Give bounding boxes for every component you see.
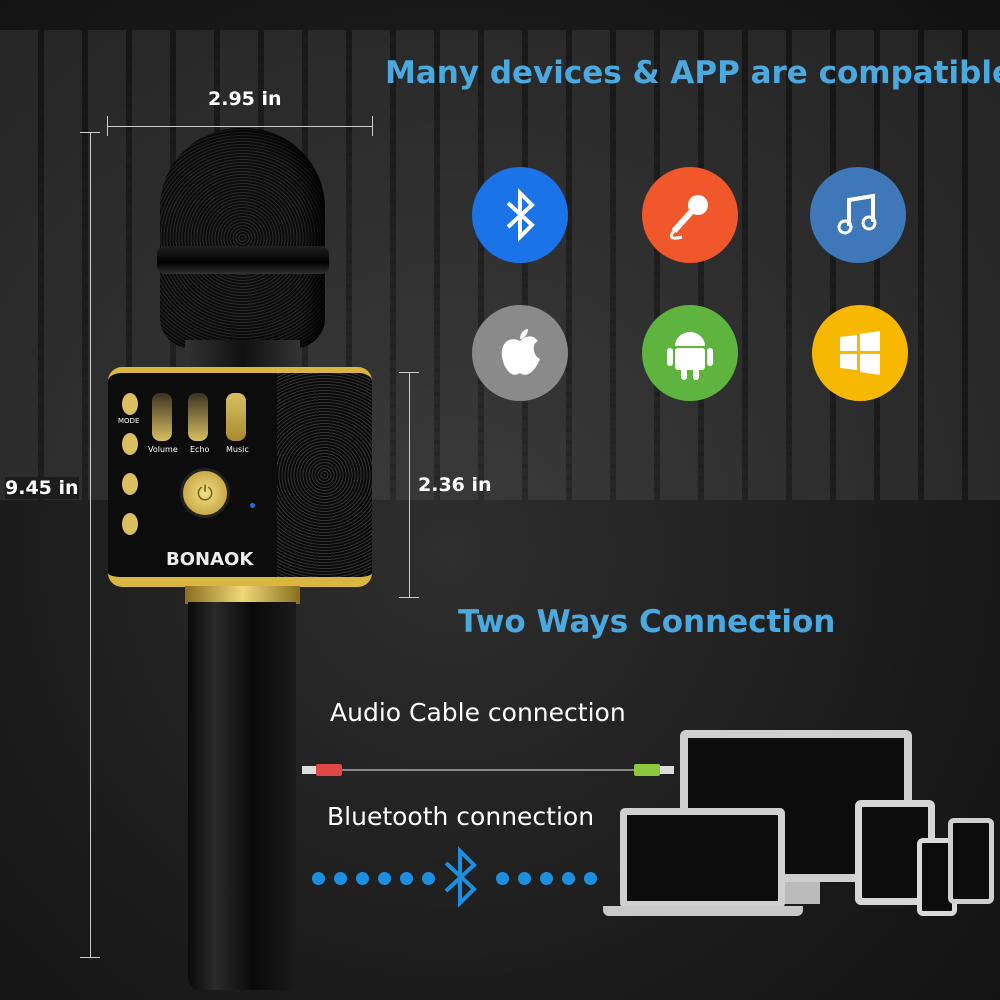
body-height-label: 2.36 in (418, 474, 492, 496)
volume-label: Volume (148, 445, 178, 454)
bluetooth-dots-left (312, 870, 444, 889)
connection-title: Two Ways Connection (458, 604, 836, 640)
body-height-tick (399, 372, 419, 373)
height-tick (80, 132, 100, 133)
mic-handle (188, 602, 296, 990)
body-height-line (409, 372, 410, 597)
bluetooth-dots-right (496, 870, 606, 889)
laptop-base (603, 906, 803, 916)
echo-slider[interactable] (188, 393, 208, 441)
echo-label: Echo (190, 445, 210, 454)
microphone-app-icon (642, 167, 738, 263)
mic-body: ⏻ MODE Volume Echo Music BONAOK (108, 367, 372, 587)
brand-logo: BONAOK (166, 549, 254, 570)
mic-gold-ring (185, 586, 300, 604)
music-slider[interactable] (226, 393, 246, 441)
prev-button[interactable] (122, 433, 138, 455)
mic-neck (185, 340, 300, 370)
width-line (107, 126, 373, 127)
body-height-tick (399, 597, 419, 598)
audio-cable-label: Audio Cable connection (330, 698, 626, 727)
width-tick (372, 116, 373, 136)
bluetooth-signal-icon (440, 845, 480, 913)
speaker-grille (277, 373, 372, 577)
play-button[interactable] (122, 473, 138, 495)
audio-cable-icon (302, 763, 674, 777)
width-label: 2.95 in (208, 88, 282, 110)
height-line (90, 132, 91, 958)
next-button[interactable] (122, 513, 138, 535)
width-tick (107, 116, 108, 136)
status-led (250, 503, 255, 508)
bluetooth-label: Bluetooth connection (327, 802, 595, 831)
mic-grille (160, 128, 325, 348)
mode-button[interactable] (122, 393, 138, 415)
android-icon (642, 305, 738, 401)
compatibility-title: Many devices & APP are compatible (385, 55, 1000, 91)
height-tick (80, 957, 100, 958)
mode-label: MODE (118, 417, 140, 425)
phone-icon-2 (948, 818, 994, 904)
mic-ring (157, 246, 329, 274)
bluetooth-icon (472, 167, 568, 263)
windows-icon (812, 305, 908, 401)
power-button[interactable]: ⏻ (180, 468, 230, 518)
music-note-icon (810, 167, 906, 263)
music-label: Music (226, 445, 249, 454)
laptop-icon (620, 808, 785, 908)
apple-icon (472, 305, 568, 401)
height-label: 9.45 in (5, 477, 79, 499)
microphone: ⏻ MODE Volume Echo Music BONAOK (105, 128, 375, 993)
volume-slider[interactable] (152, 393, 172, 441)
